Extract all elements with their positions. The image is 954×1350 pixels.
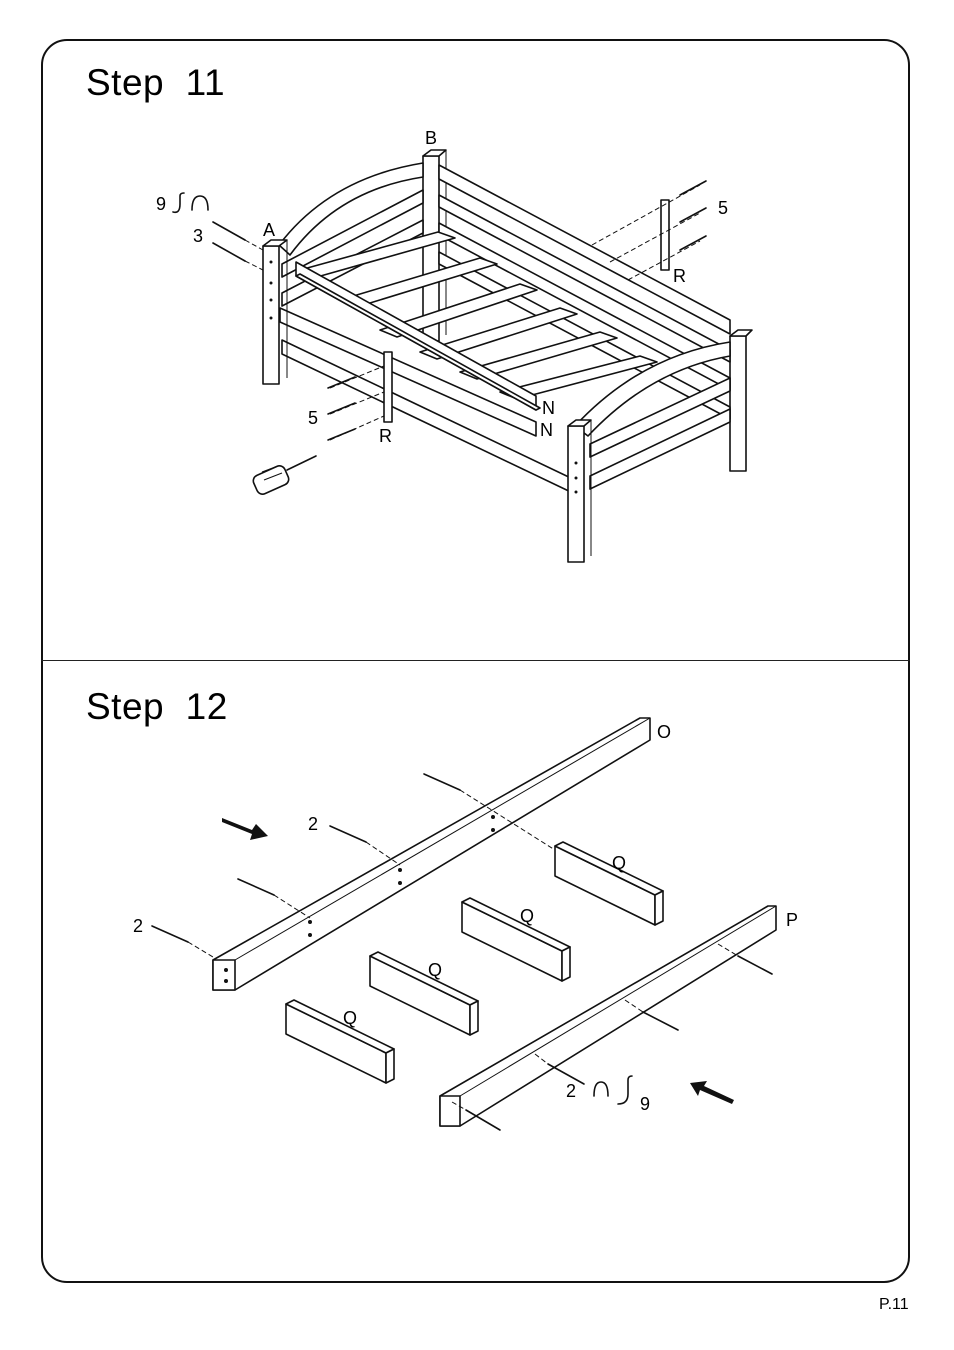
step-12-title: Step 12 bbox=[86, 688, 228, 725]
page-number: P.11 bbox=[879, 1296, 909, 1314]
label-n-top: N bbox=[542, 398, 555, 418]
label-r-left: R bbox=[379, 426, 392, 446]
label-qty-3: 3 bbox=[193, 226, 203, 246]
label-a: A bbox=[263, 220, 275, 240]
footboard bbox=[575, 342, 730, 489]
post-far-right bbox=[730, 330, 752, 471]
allen-key-icon bbox=[173, 193, 184, 212]
step-11-bed-frame-diagram: B A 9 3 5 R N N 5 R bbox=[0, 0, 954, 660]
label-n-bottom: N bbox=[540, 420, 553, 440]
step-divider bbox=[41, 660, 910, 661]
label-qty-9: 9 bbox=[156, 194, 166, 214]
bracket-r-left bbox=[384, 352, 392, 422]
label-qty-5-right: 5 bbox=[718, 198, 728, 218]
label-r-right: R bbox=[673, 266, 686, 286]
post-front-right bbox=[568, 420, 591, 562]
washer-icon bbox=[192, 196, 208, 210]
screwdriver-icon bbox=[251, 456, 316, 496]
label-b: B bbox=[425, 128, 437, 148]
label-qty-5-left: 5 bbox=[308, 408, 318, 428]
